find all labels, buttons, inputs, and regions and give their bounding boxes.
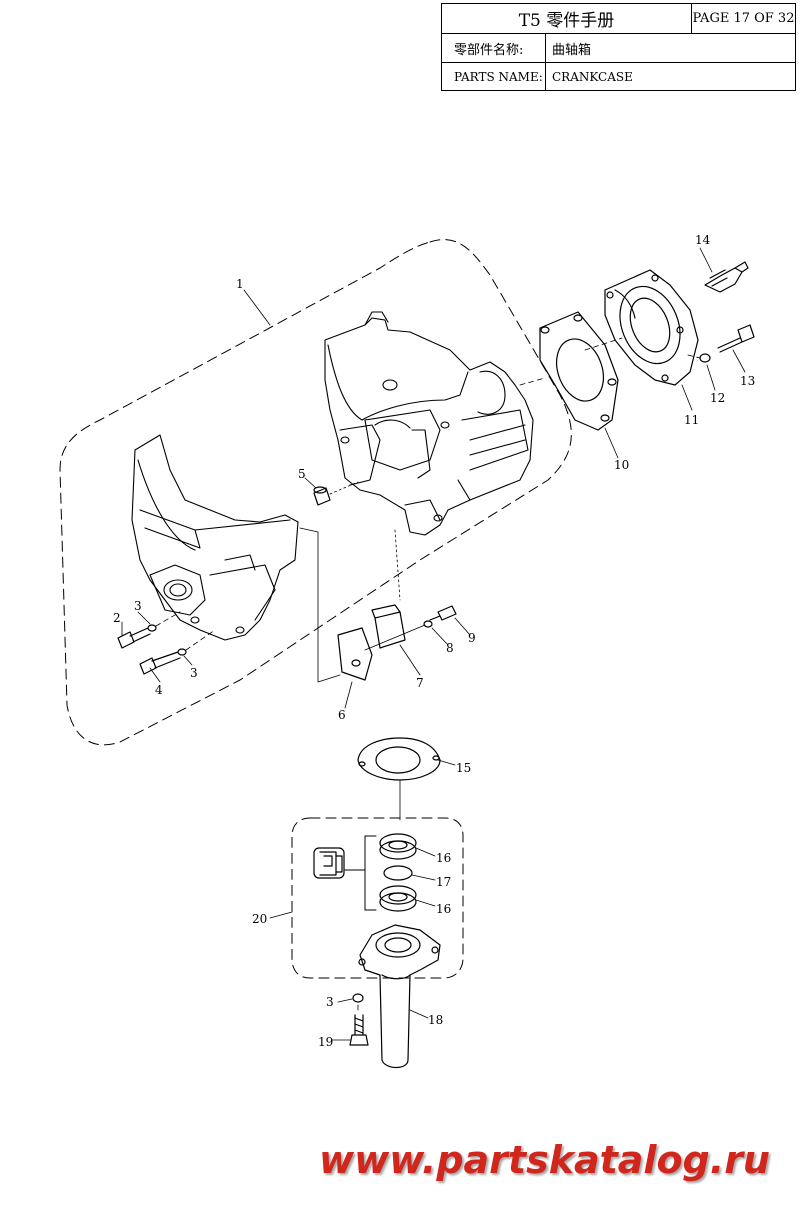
cn-name-row: 零部件名称: 曲轴箱: [442, 34, 795, 63]
manual-title: T5 零件手册: [442, 4, 692, 33]
callout-16-lower: 16: [436, 902, 451, 916]
callout-9: 9: [468, 631, 476, 645]
grease-icon: [313, 847, 345, 879]
page-number: PAGE 17 OF 32: [692, 11, 795, 26]
head-bolt-13: [717, 324, 755, 353]
callout-11: 11: [684, 413, 699, 427]
driveshaft-housing-18: [358, 924, 441, 1069]
washer-8: [423, 620, 433, 628]
callout-labels: 1 2 3 3 3 4 5 6 7 8 9 10 11 12 13 14 15 …: [113, 233, 755, 1049]
bolt-2: [117, 627, 151, 649]
bolt-4: [139, 651, 181, 675]
cn-name-value: 曲轴箱: [552, 42, 592, 58]
spark-plug-14: [704, 261, 749, 293]
dowel-pin-5: [313, 486, 331, 506]
callout-7: 7: [416, 676, 424, 690]
reed-stopper-7: [371, 604, 406, 649]
reed-valve-6: [337, 627, 373, 681]
title-row: T5 零件手册 PAGE 17 OF 32: [442, 4, 795, 34]
callout-18: 18: [428, 1013, 443, 1027]
leader-lines: [121, 247, 746, 1041]
callout-15: 15: [456, 761, 471, 775]
en-name-label: PARTS NAME:: [442, 63, 546, 90]
callout-20: 20: [252, 912, 267, 926]
head-gasket-10: [539, 311, 619, 431]
callout-3-lower: 3: [326, 995, 334, 1009]
callout-6: 6: [338, 708, 346, 722]
callout-14: 14: [695, 233, 711, 247]
callout-12: 12: [710, 391, 725, 405]
gasket-15: [357, 737, 441, 781]
callout-1: 1: [236, 277, 244, 291]
callout-3-middle: 3: [190, 666, 198, 680]
assembly-1-boundary: [59, 239, 572, 746]
callout-16-upper: 16: [436, 851, 451, 865]
screw-9: [429, 605, 457, 621]
callout-2: 2: [113, 611, 121, 625]
assembly-20-boundary: [291, 817, 464, 979]
o-ring-17: [383, 865, 413, 881]
oil-seal-16-top: [379, 833, 417, 860]
callout-5: 5: [298, 467, 306, 481]
en-name-row: PARTS NAME: CRANKCASE: [442, 63, 795, 90]
callout-13: 13: [740, 374, 755, 388]
crankcase-cover-half: [131, 434, 299, 641]
washer-3-b: [177, 648, 187, 656]
crankcase-block: [324, 311, 534, 536]
callout-17: 17: [436, 875, 451, 889]
en-name-value: CRANKCASE: [552, 69, 633, 84]
cn-name-label: 零部件名称:: [442, 34, 546, 62]
oil-seal-16-bottom: [379, 885, 417, 912]
callout-19: 19: [318, 1035, 333, 1049]
site-watermark: www.partskatalog.ru: [319, 1138, 770, 1182]
washer-3-lower: [352, 993, 364, 1003]
callout-4: 4: [155, 683, 163, 697]
callout-10: 10: [614, 458, 629, 472]
washer-12: [699, 353, 711, 363]
cylinder-head-11: [604, 269, 699, 386]
title-block: T5 零件手册 PAGE 17 OF 32 零部件名称: 曲轴箱 PARTS N…: [441, 3, 796, 91]
callout-3-upper: 3: [134, 599, 142, 613]
bolt-19: [349, 1014, 369, 1046]
washer-3-a: [147, 624, 157, 632]
callout-8: 8: [446, 641, 454, 655]
